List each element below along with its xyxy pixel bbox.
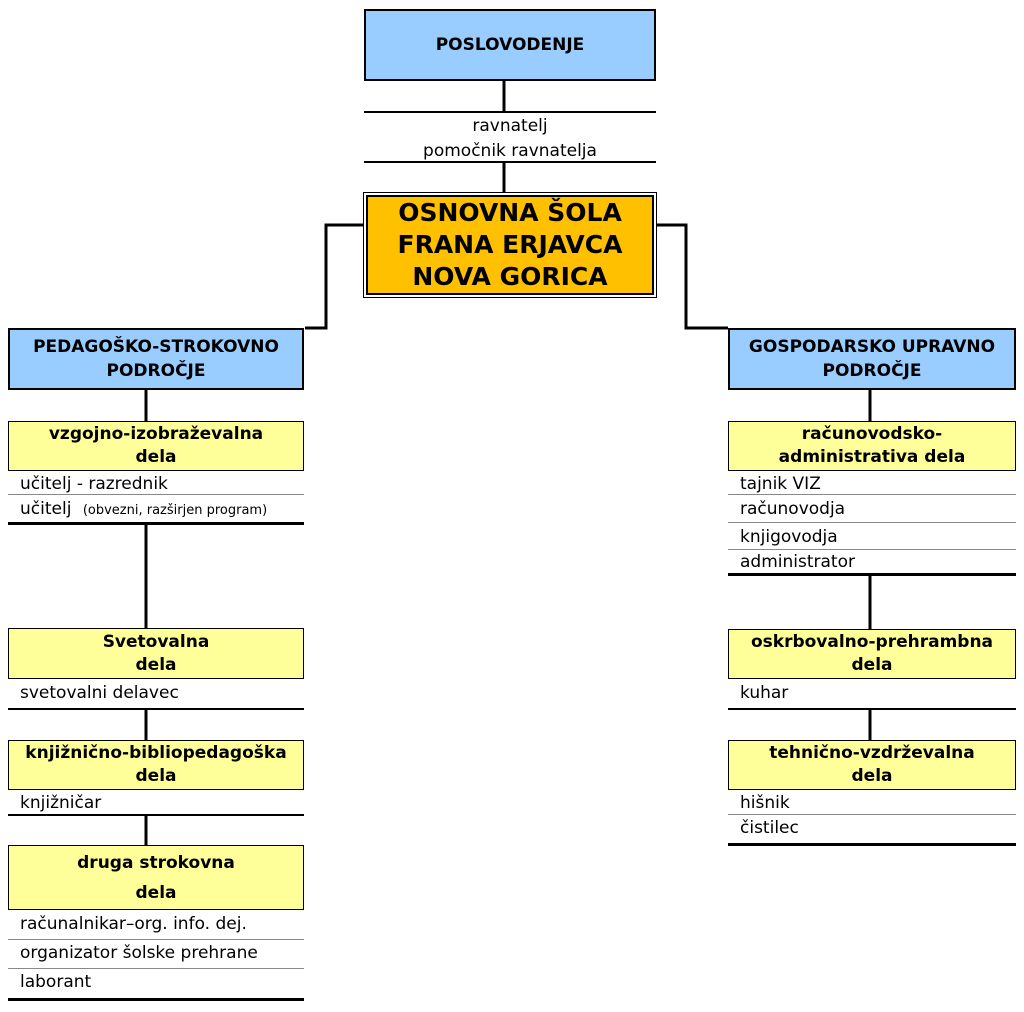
divider (8, 814, 304, 816)
unit-title-line2: dela (851, 655, 893, 675)
unit-maintenance-box: tehnično-vzdrževalna dela (728, 740, 1016, 790)
staff-item: tajnik VIZ (740, 474, 821, 494)
divider (8, 522, 304, 525)
unit-counseling-box: Svetovalna dela (8, 628, 304, 679)
staff-item-note: (obvezni, razširjen program) (82, 503, 268, 518)
staff-item: učitelj - razrednik (20, 474, 168, 494)
unit-title-line2: dela (135, 766, 177, 786)
management-title: POSLOVODENJE (435, 35, 585, 55)
staff-item: kuhar (740, 683, 789, 703)
divider (728, 814, 1016, 815)
staff-item-label: učitelj (20, 499, 72, 519)
staff-item: računovodja (740, 499, 846, 519)
staff-item: organizator šolske prehrane (20, 943, 258, 963)
unit-title-line1: knjižnično-bibliopedagoška (25, 743, 287, 763)
school-name-line1: OSNOVNA ŠOLA (398, 198, 622, 227)
unit-title-line1: oskrbovalno-prehrambna (750, 632, 994, 652)
staff-item: knjigovodja (740, 527, 838, 547)
pedagogical-area-title-line2: PODROČJE (106, 361, 206, 381)
staff-item: ravnatelj (472, 116, 548, 136)
staff-item: pomočnik ravnatelja (423, 141, 597, 161)
unit-title-line2: administrativa dela (778, 447, 966, 467)
unit-educational-box: vzgojno-izobraževalna dela (8, 421, 304, 471)
unit-other-professional-box: druga strokovna dela (8, 845, 304, 910)
divider (728, 573, 1016, 576)
school-box: OSNOVNA ŠOLA FRANA ERJAVCA NOVA GORICA (363, 192, 657, 298)
divider (8, 494, 304, 495)
pedagogical-area-title-line1: PEDAGOŠKO-STROKOVNO (33, 337, 279, 357)
staff-item: administrator (740, 552, 855, 572)
school-name-line2: FRANA ERJAVCA (397, 230, 623, 259)
unit-title-line2: dela (851, 766, 893, 786)
unit-catering-box: oskrbovalno-prehrambna dela (728, 629, 1016, 679)
divider (364, 111, 656, 113)
administrative-area-box: GOSPODARSKO UPRAVNO PODROČJE (728, 328, 1016, 390)
unit-title-line1: vzgojno-izobraževalna (48, 424, 264, 444)
unit-title-line2: dela (135, 654, 177, 675)
administrative-area-title-line2: PODROČJE (822, 361, 922, 381)
unit-title-line1: Svetovalna (102, 631, 210, 652)
divider (8, 998, 304, 1001)
divider (8, 939, 304, 940)
divider (8, 968, 304, 969)
unit-title-line1: tehnično-vzdrževalna (769, 743, 975, 763)
divider (728, 843, 1016, 846)
divider (728, 522, 1016, 523)
divider (8, 708, 304, 710)
management-box: POSLOVODENJE (364, 9, 656, 81)
school-name-line3: NOVA GORICA (412, 262, 608, 291)
pedagogical-area-box: PEDAGOŠKO-STROKOVNO PODROČJE (8, 328, 304, 390)
staff-item: hišnik (740, 793, 790, 813)
administrative-area-title-line1: GOSPODARSKO UPRAVNO (748, 337, 996, 357)
staff-item: svetovalni delavec (20, 683, 179, 703)
unit-title-line1: računovodsko- (801, 424, 943, 444)
divider (728, 708, 1016, 710)
divider (728, 494, 1016, 495)
divider (364, 161, 656, 163)
unit-title-line2: dela (135, 882, 177, 903)
unit-title-line1: druga strokovna (77, 852, 235, 873)
staff-item: računalnikar–org. info. dej. (20, 914, 247, 934)
staff-item: čistilec (740, 818, 799, 838)
unit-library-box: knjižnično-bibliopedagoška dela (8, 740, 304, 790)
staff-item: knjižničar (20, 793, 102, 813)
divider (728, 549, 1016, 550)
staff-item: laborant (20, 972, 92, 992)
unit-title-line2: dela (135, 447, 177, 467)
unit-accounting-box: računovodsko- administrativa dela (728, 421, 1016, 471)
staff-item: učitelj (obvezni, razširjen program) (20, 499, 267, 521)
